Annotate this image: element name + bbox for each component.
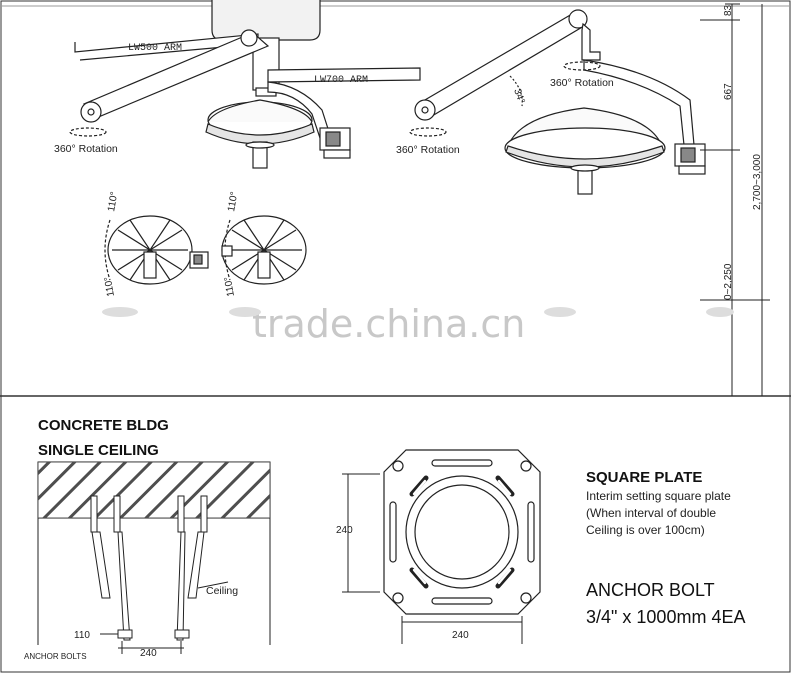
tilt-up-label-left: 110°	[106, 191, 120, 213]
watermark: trade.china.cn	[252, 302, 525, 346]
lw500-arm-label: LW500 ARM	[128, 43, 182, 54]
concrete-title-line1: CONCRETE BLDG	[38, 417, 169, 434]
surgical-light-drawing	[69, 0, 770, 396]
square-plate-desc-3: Ceiling is over 100cm)	[586, 523, 705, 537]
plate-dim-horizontal: 240	[452, 630, 469, 641]
lw700-arm-upper	[267, 67, 421, 83]
square-plate-desc-2: (When interval of double	[586, 506, 716, 520]
vertical-dimensions	[700, 3, 770, 396]
square-plate-heading: SQUARE PLATE	[586, 469, 702, 486]
tilt-up-label-right: 110°	[226, 191, 240, 213]
dim-110-label: 110	[74, 630, 90, 641]
concrete-slab	[37, 461, 271, 645]
rotation-indicator-right	[563, 61, 601, 71]
tilt-down-label-right: 110°	[223, 276, 237, 298]
anchor-bolts-label: ANCHOR BOLTS	[24, 652, 87, 661]
rotation-label-left: 360° Rotation	[54, 143, 118, 155]
concrete-title-line2: SINGLE CEILING	[38, 442, 159, 459]
anchor-bolt-title: ANCHOR BOLT	[586, 580, 715, 600]
lw700-arm-spring	[416, 13, 585, 117]
anchor-bolts	[90, 495, 229, 654]
watermark-blurs	[102, 307, 734, 317]
right-lamp-head	[504, 107, 706, 195]
rotation-label-mid: 360° Rotation	[396, 144, 460, 156]
lw500-arm-upper	[74, 33, 259, 61]
square-plate-desc-1: Interim setting square plate	[586, 489, 731, 503]
dim-low-label: 0~2,250	[723, 263, 734, 300]
left-lamp-head	[205, 99, 351, 169]
plate-dim-vertical: 240	[336, 525, 353, 536]
anchor-bolt-spec: 3/4" x 1000mm 4EA	[586, 607, 745, 627]
rotation-label-right: 360° Rotation	[550, 77, 614, 89]
tilt-view-left	[104, 215, 209, 285]
tilt-view-right	[221, 215, 307, 285]
dim-83-label: 83	[723, 4, 734, 16]
tilt-down-label-left: 110°	[103, 276, 117, 298]
rotation-indicator-mid	[409, 127, 447, 137]
angle-label: 34°	[511, 87, 527, 105]
rotation-indicator-left	[69, 127, 107, 137]
square-plate	[342, 449, 541, 644]
dim-667-label: 667	[723, 83, 734, 100]
ceiling-label: Ceiling	[206, 585, 238, 597]
dim-240-label: 240	[140, 648, 157, 659]
lw700-arm-label: LW700 ARM	[314, 75, 368, 86]
dim-height-label: 2,700~3,000	[752, 154, 763, 210]
ceiling-mount	[211, 0, 321, 41]
angle-arc	[509, 75, 523, 107]
